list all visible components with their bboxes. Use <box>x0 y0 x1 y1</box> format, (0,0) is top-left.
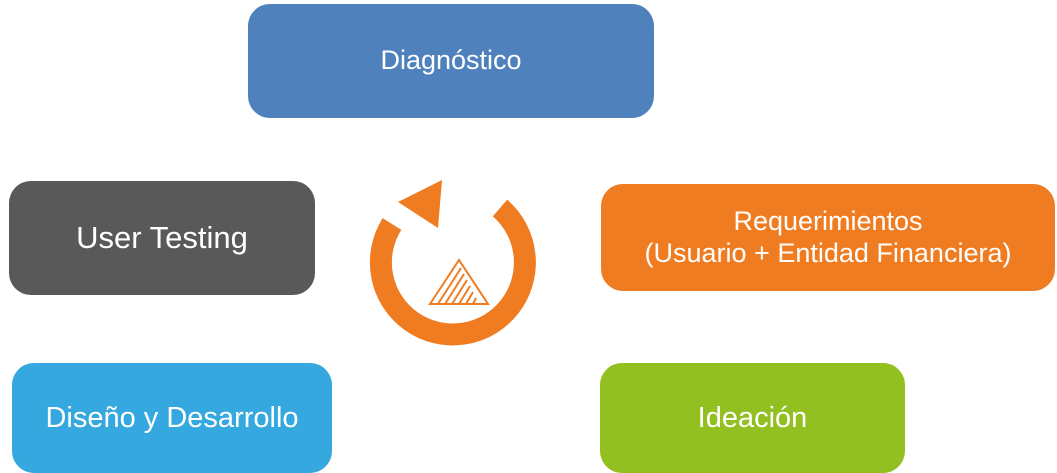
step-diagnostico-label: Diagnóstico <box>380 45 522 76</box>
step-requerimientos: Requerimientos (Usuario + Entidad Financ… <box>601 184 1055 291</box>
cycle-arrow-icon <box>369 180 536 346</box>
step-diseno-desarrollo: Diseño y Desarrollo <box>12 363 332 473</box>
step-requerimientos-label: Requerimientos <box>733 205 923 236</box>
step-diseno-label: Diseño y Desarrollo <box>45 401 299 434</box>
step-user-testing-label: User Testing <box>76 219 248 255</box>
step-ideacion: Ideación <box>600 363 905 473</box>
step-diagnostico: Diagnóstico <box>248 4 654 118</box>
step-ideacion-label: Ideación <box>697 401 808 434</box>
step-user-testing: User Testing <box>9 181 315 295</box>
arrow-head-icon <box>398 180 442 228</box>
step-requerimientos-sublabel: (Usuario + Entidad Financiera) <box>644 237 1012 268</box>
triangle-logo-icon <box>428 258 490 305</box>
circular-arrow-icon <box>369 199 536 346</box>
